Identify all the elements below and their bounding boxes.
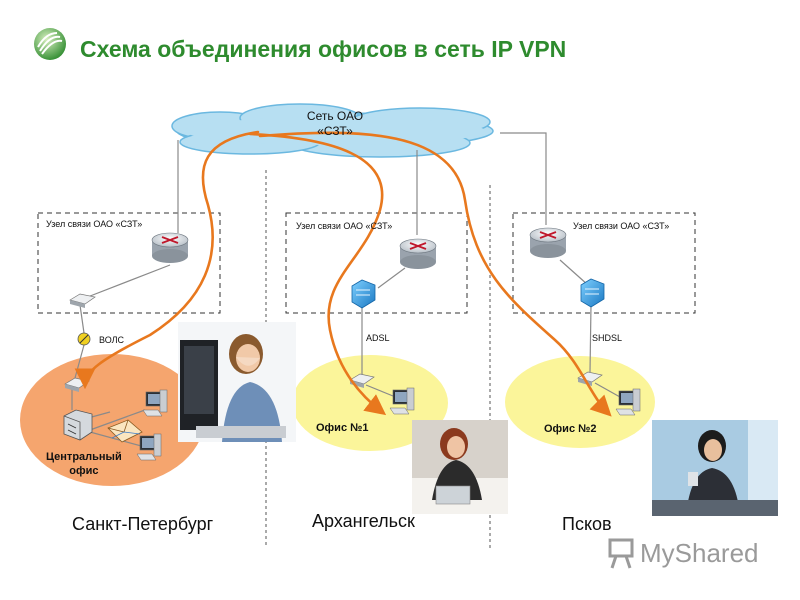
cloud-network	[171, 103, 494, 158]
node-box-1	[37, 212, 221, 314]
tunnel-central	[74, 130, 260, 390]
photo-woman-at-desk	[652, 420, 778, 516]
vpn-tunnel-paths	[74, 130, 612, 417]
tunnel-office1	[248, 132, 387, 416]
photo-woman-on-phone	[412, 420, 508, 514]
logo-icon	[34, 28, 66, 60]
node-box-2	[285, 212, 468, 314]
node-label-3: Узел связи ОАО «СЗТ»	[573, 221, 670, 231]
router-icon	[529, 227, 567, 258]
link-label-adsl: ADSL	[366, 333, 390, 343]
cloud-label: Сеть ОАО «СЗТ»	[296, 109, 374, 139]
photo-woman-at-computer	[178, 322, 296, 442]
mail-icon	[107, 419, 143, 443]
office1-label: Офис №1	[316, 422, 369, 434]
link-label-shdsl: SHDSL	[592, 333, 623, 343]
computer-icon	[142, 389, 168, 417]
switch-icon	[63, 409, 93, 441]
dsl-modem-icon	[580, 278, 605, 308]
watermark-icon: MyShared	[608, 538, 759, 569]
computer-icon	[389, 387, 415, 415]
office2-label: Офис №2	[544, 423, 597, 435]
page-title: Схема объединения офисов в сеть IP VPN	[80, 36, 567, 62]
cloud-label-line2: «СЗТ»	[317, 124, 353, 138]
node-box-3	[512, 212, 696, 314]
computer-icon	[136, 433, 162, 461]
node-label-2: Узел связи ОАО «СЗТ»	[296, 221, 393, 231]
office2-zone	[505, 356, 655, 448]
link-label-fiber: ВОЛС	[99, 335, 125, 345]
fiber-icon	[77, 332, 91, 346]
central-office-label-line1: Центральный	[46, 451, 122, 463]
city-label-3: Псков	[562, 514, 612, 534]
city-label-1: Санкт-Петербург	[72, 514, 214, 534]
dsl-modem-icon	[351, 279, 376, 309]
cloud-label-line1: Сеть ОАО	[306, 109, 364, 123]
city-label-2: Архангельск	[312, 511, 415, 531]
router-icon	[399, 238, 437, 269]
central-office-label-line2: офис	[69, 465, 99, 477]
central-office-label: Центральный офис	[46, 450, 122, 478]
modem-icon	[69, 293, 96, 308]
watermark-text: MyShared	[640, 538, 759, 568]
computer-icon	[615, 388, 641, 416]
tunnel-office2	[258, 131, 612, 417]
router-icon	[151, 232, 189, 263]
node-label-1: Узел связи ОАО «СЗТ»	[46, 219, 143, 229]
